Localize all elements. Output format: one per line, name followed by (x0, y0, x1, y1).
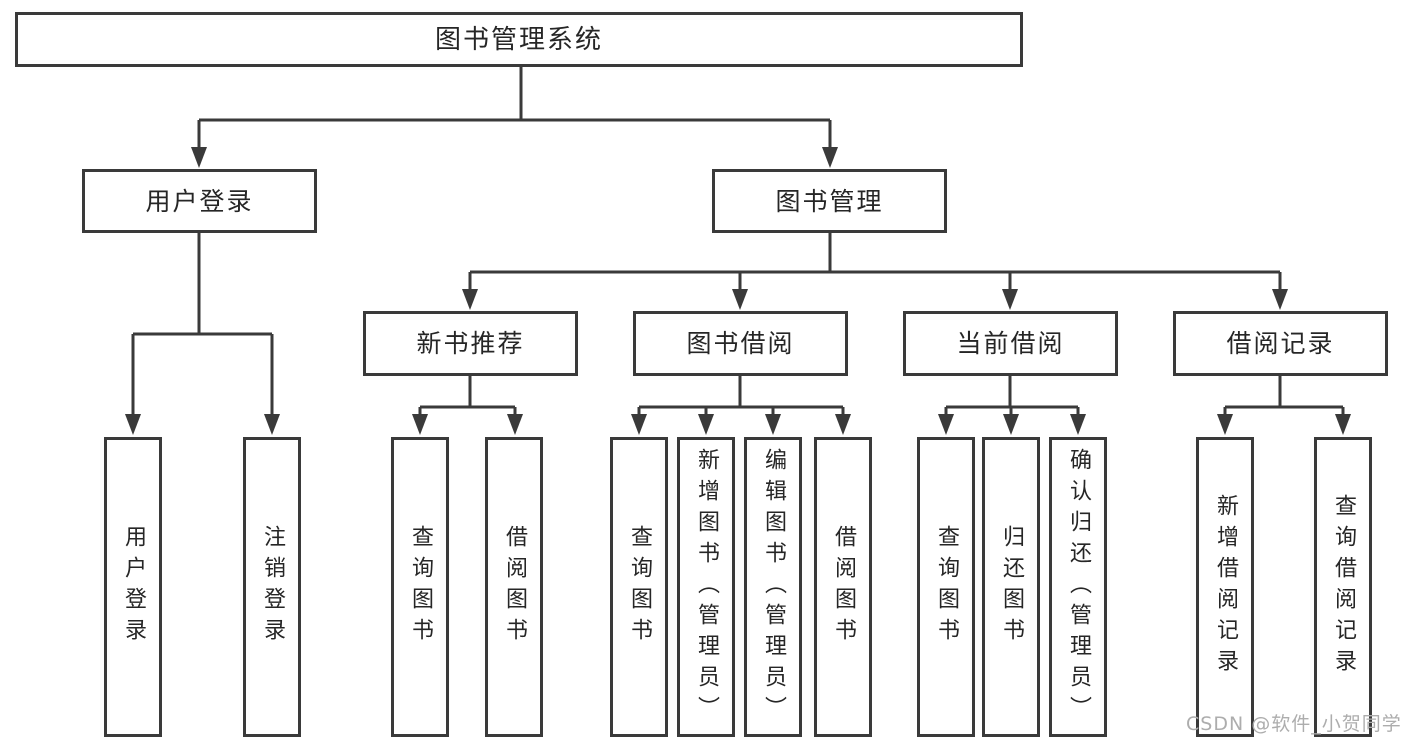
node-book-borrow-label: 图书借阅 (686, 329, 795, 358)
leaf-user-login-label: 用户登录 (121, 525, 146, 649)
leaf-add-books-admin-label: 新增图书（管理员） (694, 447, 719, 727)
leaf-query-books-current: 查询图书 (917, 437, 975, 737)
leaf-logout: 注销登录 (243, 437, 301, 737)
csdn-watermark: CSDN @软件_小贺同学 (1186, 713, 1402, 735)
leaf-borrow-books: 借阅图书 (814, 437, 872, 737)
node-user-login-group-label: 用户登录 (145, 186, 254, 216)
leaf-add-borrow-record-label: 新增借阅记录 (1213, 494, 1238, 680)
leaf-edit-books-admin: 编辑图书（管理员） (744, 437, 802, 737)
leaf-borrow-books-recommend: 借阅图书 (485, 437, 543, 737)
leaf-query-books-borrow-label: 查询图书 (627, 525, 652, 649)
node-book-management-label: 图书管理 (775, 186, 884, 216)
leaf-query-borrow-record-label: 查询借阅记录 (1331, 494, 1356, 680)
leaf-query-books-recommend: 查询图书 (391, 437, 449, 737)
leaf-confirm-return-admin-label: 确认归还（管理员） (1066, 447, 1091, 727)
leaf-query-books-current-label: 查询图书 (934, 525, 959, 649)
leaf-add-borrow-record: 新增借阅记录 (1196, 437, 1254, 737)
node-book-management: 图书管理 (712, 169, 947, 233)
node-library-management-system: 图书管理系统 (15, 12, 1023, 67)
leaf-confirm-return-admin: 确认归还（管理员） (1049, 437, 1107, 737)
node-borrow-records-label: 借阅记录 (1226, 329, 1335, 358)
node-current-borrow-label: 当前借阅 (956, 329, 1065, 358)
node-new-book-recommend: 新书推荐 (363, 311, 578, 376)
leaf-add-books-admin: 新增图书（管理员） (677, 437, 735, 737)
node-library-management-system-label: 图书管理系统 (434, 24, 603, 55)
leaf-borrow-books-label: 借阅图书 (831, 525, 856, 649)
node-user-login-group: 用户登录 (82, 169, 317, 233)
node-current-borrow: 当前借阅 (903, 311, 1118, 376)
node-borrow-records: 借阅记录 (1173, 311, 1388, 376)
leaf-query-books-borrow: 查询图书 (610, 437, 668, 737)
leaf-return-books-label: 归还图书 (999, 525, 1024, 649)
leaf-logout-label: 注销登录 (260, 525, 285, 649)
leaf-query-borrow-record: 查询借阅记录 (1314, 437, 1372, 737)
leaf-user-login: 用户登录 (104, 437, 162, 737)
node-new-book-recommend-label: 新书推荐 (416, 329, 525, 358)
leaf-borrow-books-recommend-label: 借阅图书 (502, 525, 527, 649)
leaf-query-books-recommend-label: 查询图书 (408, 525, 433, 649)
arrowheads (125, 147, 1351, 435)
node-book-borrow: 图书借阅 (633, 311, 848, 376)
leaf-return-books: 归还图书 (982, 437, 1040, 737)
leaf-edit-books-admin-label: 编辑图书（管理员） (761, 447, 786, 727)
